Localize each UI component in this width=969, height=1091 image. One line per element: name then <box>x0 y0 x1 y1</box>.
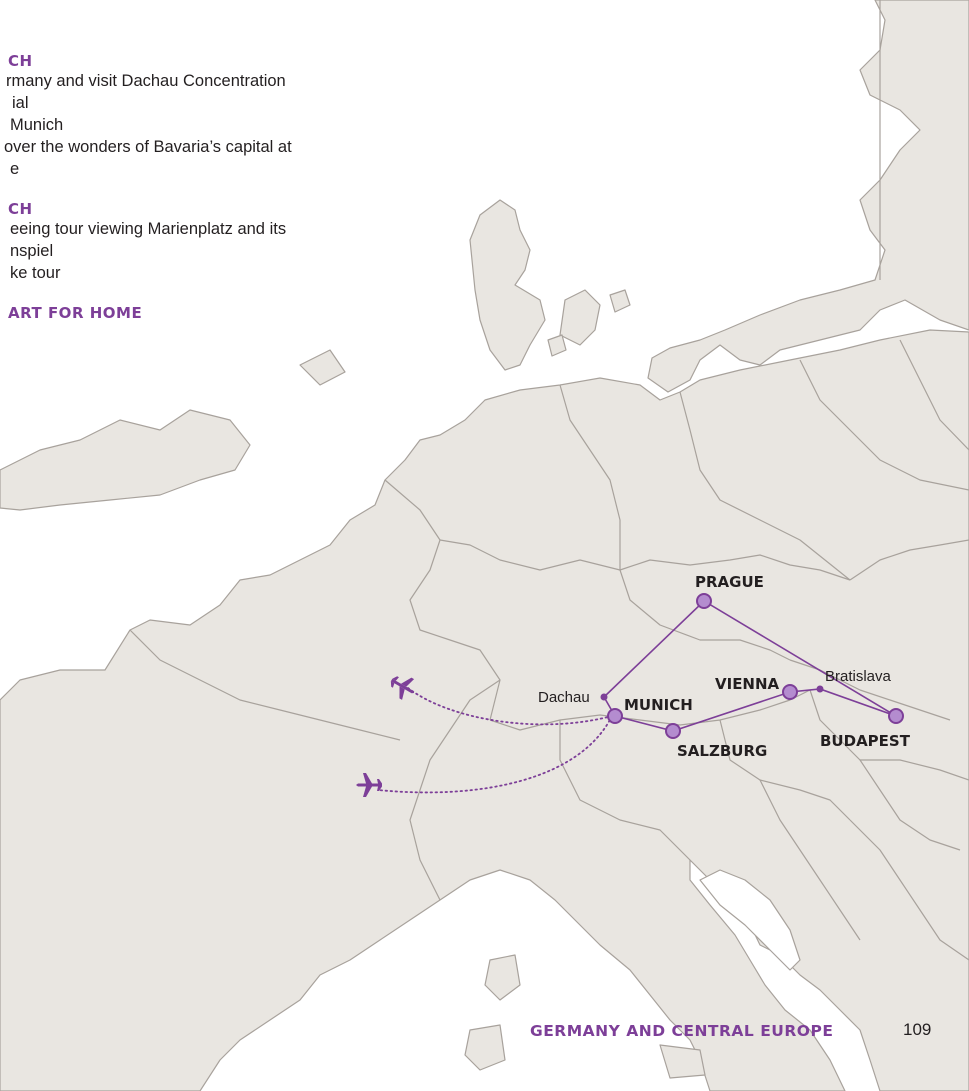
marker-bratislava <box>816 685 824 693</box>
city-labels: PRAGUE Dachau MUNICH SALZBURG VIENNA Bra… <box>538 573 911 760</box>
itinerary-line: ke tour <box>10 264 61 282</box>
marker-budapest <box>888 708 904 724</box>
city-markers <box>600 593 904 739</box>
flight-paths <box>377 687 613 794</box>
itinerary-line: ial <box>12 94 29 112</box>
itinerary-day-a: CH rmany and visit Dachau Concentration … <box>0 52 340 180</box>
label-munich: MUNICH <box>624 696 693 714</box>
label-budapest: BUDAPEST <box>820 732 911 750</box>
marker-dachau <box>600 693 608 701</box>
flight-path-arrival <box>407 687 613 726</box>
label-prague: PRAGUE <box>695 573 764 591</box>
marker-vienna <box>782 684 798 700</box>
marker-munich <box>607 708 623 724</box>
itinerary-day-c: ART FOR HOME <box>0 304 340 322</box>
day-heading: CH <box>8 200 33 218</box>
marker-prague <box>696 593 712 609</box>
airplane-icon <box>356 773 382 797</box>
day-heading: CH <box>8 52 33 70</box>
section-title: GERMANY AND CENTRAL EUROPE <box>530 1022 834 1040</box>
itinerary-line: Munich <box>10 116 64 134</box>
label-dachau: Dachau <box>538 689 590 706</box>
marker-salzburg <box>665 723 681 739</box>
flight-path-departure <box>377 715 613 794</box>
label-vienna: VIENNA <box>715 675 780 693</box>
itinerary-line: eeing tour viewing Marienplatz and its <box>10 220 287 238</box>
airplane-icon <box>390 676 415 700</box>
label-bratislava: Bratislava <box>825 668 892 685</box>
day-heading: ART FOR HOME <box>8 304 143 322</box>
itinerary-day-b: CH eeing tour viewing Marienplatz and it… <box>0 200 340 284</box>
itinerary-line: over the wonders of Bavaria’s capital at <box>4 138 292 156</box>
itinerary-line: e <box>10 160 20 178</box>
itinerary-line: rmany and visit Dachau Concentration <box>6 72 286 90</box>
itinerary-panel: CH rmany and visit Dachau Concentration … <box>0 52 340 342</box>
country-borders <box>129 0 969 961</box>
itinerary-line: nspiel <box>10 242 54 260</box>
label-salzburg: SALZBURG <box>677 742 767 760</box>
page-number: 109 <box>903 1020 932 1039</box>
